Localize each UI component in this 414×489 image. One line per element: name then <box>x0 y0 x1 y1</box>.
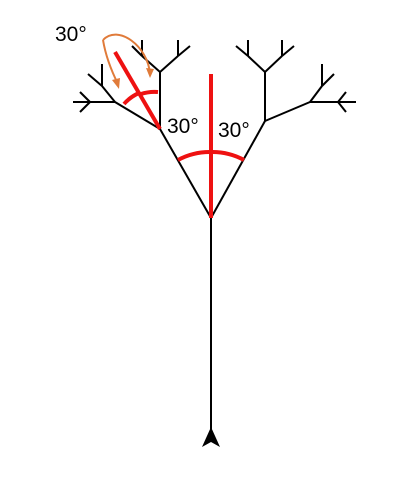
twig <box>235 45 249 57</box>
twig <box>101 85 116 103</box>
twig <box>131 45 143 57</box>
angle-label-branch: 30° <box>55 23 87 46</box>
angle-arc-left <box>177 149 212 162</box>
twig <box>321 73 335 87</box>
turtle-arrow-icon <box>202 427 220 447</box>
fractal-tree <box>73 40 356 440</box>
angle-arc-branch <box>122 91 140 106</box>
twig <box>337 91 347 103</box>
twig <box>247 55 266 73</box>
twig <box>159 55 179 73</box>
reference-line-branch <box>113 50 162 131</box>
angle-arc-branch-right <box>140 89 159 96</box>
branch-right-main <box>210 120 266 219</box>
curved-double-arrow-icon <box>102 33 154 89</box>
angle-label-right: 30° <box>218 119 250 142</box>
twig <box>87 73 103 87</box>
angle-markers <box>113 50 245 218</box>
twig <box>177 45 191 57</box>
branch-right-out <box>264 101 311 122</box>
twig <box>264 55 283 73</box>
branch-left-out <box>114 101 161 130</box>
twig <box>337 101 347 113</box>
twig <box>281 45 295 57</box>
twig <box>79 101 91 113</box>
branch-left-main <box>159 128 212 219</box>
angle-arc-right <box>210 149 245 162</box>
twig <box>309 85 323 103</box>
twig <box>79 91 91 103</box>
angle-label-left: 30° <box>167 115 199 138</box>
